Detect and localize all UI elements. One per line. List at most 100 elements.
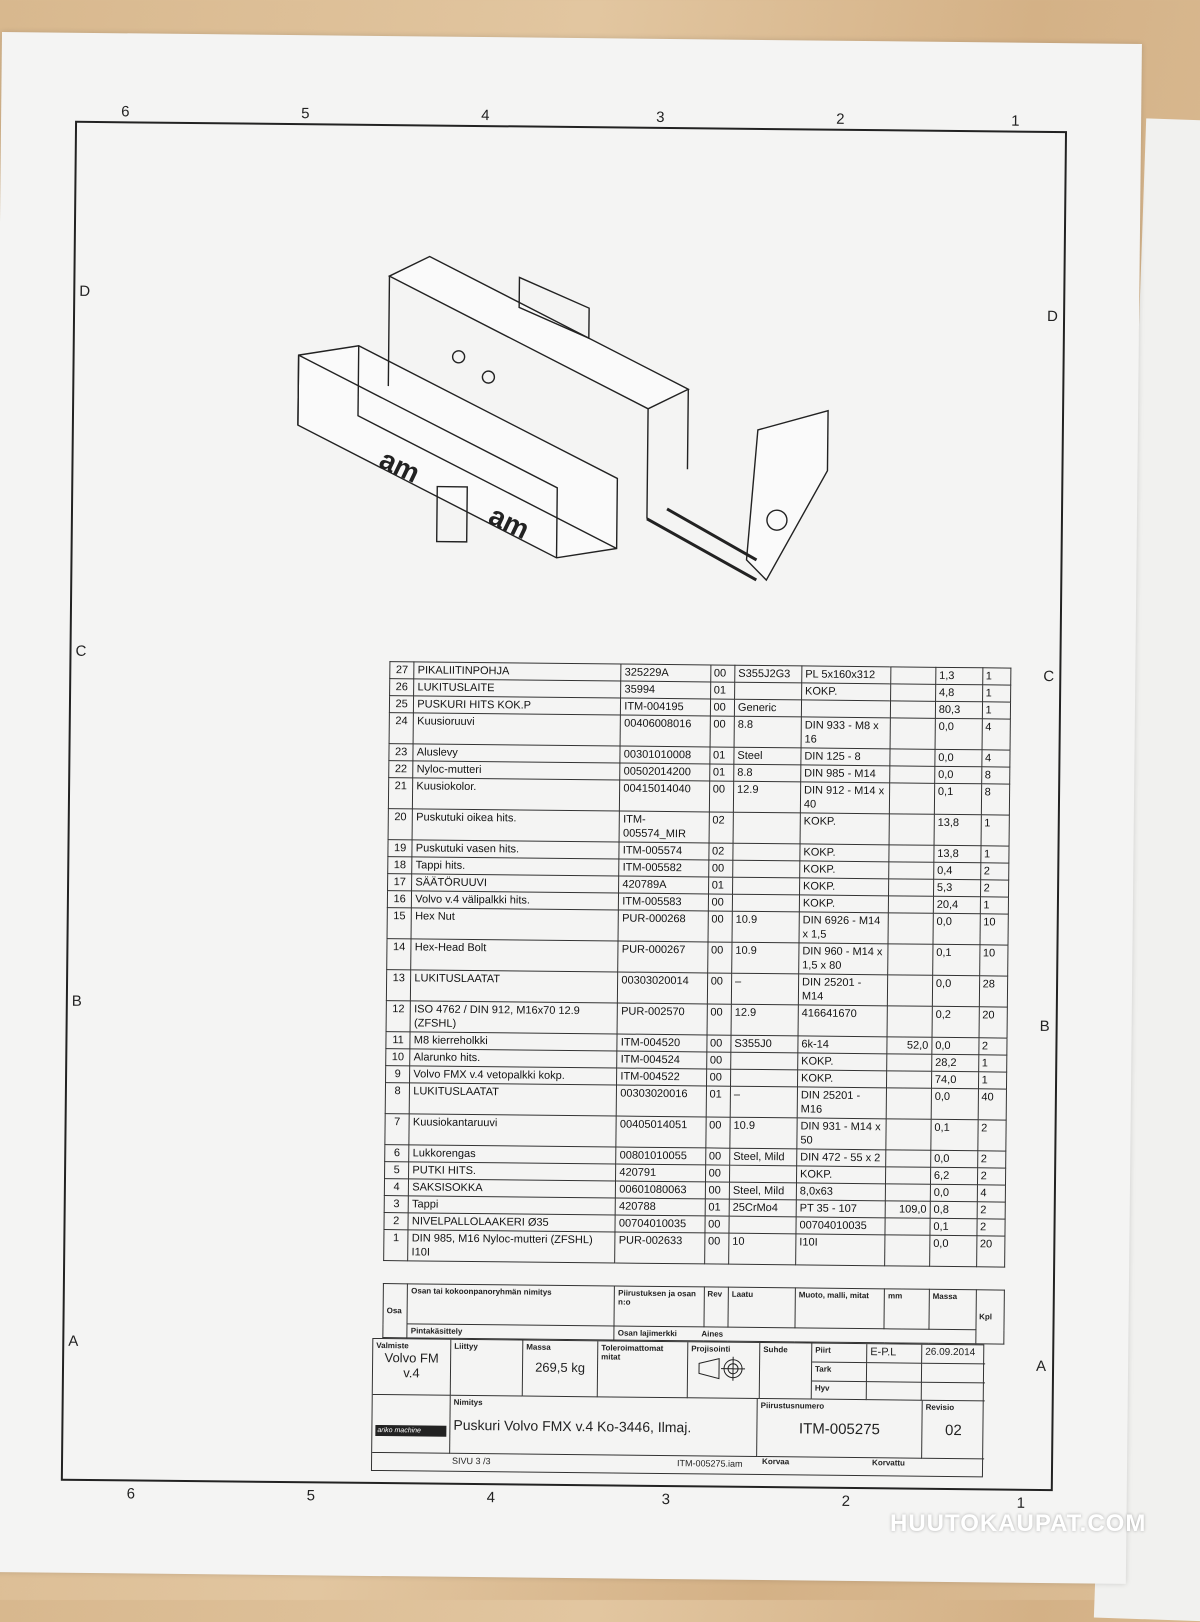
bom-cell: 00 bbox=[705, 1164, 730, 1183]
bom-cell bbox=[887, 943, 933, 976]
nimitys-value: Puskuri Volvo FMX v.4 Ko-3446, Ilmaj. bbox=[453, 1416, 692, 1436]
zone-label-left: C bbox=[75, 642, 87, 660]
piirt-label-cell: Piirt bbox=[812, 1343, 868, 1364]
bom-cell: 74,0 bbox=[931, 1071, 979, 1089]
bom-cell: 21 bbox=[388, 777, 414, 809]
bom-cell: 01 bbox=[709, 763, 734, 782]
hdr-rev: Rev bbox=[703, 1286, 729, 1328]
bom-cell: 0,0 bbox=[931, 1088, 979, 1120]
bom-cell bbox=[801, 699, 891, 718]
bom-cell bbox=[888, 912, 934, 945]
bom-cell: 01 bbox=[709, 746, 735, 765]
zone-label-top: 5 bbox=[301, 105, 310, 123]
bom-cell: 00 bbox=[707, 941, 732, 974]
bom-cell: Alarunko hits. bbox=[410, 1048, 618, 1068]
bom-cell: 01 bbox=[705, 1085, 731, 1118]
bom-cell: 3 bbox=[384, 1195, 409, 1213]
bom-cell: ITM-004195 bbox=[620, 698, 711, 716]
bom-cell: 4 bbox=[384, 1178, 409, 1196]
piirt-value: E-P.L bbox=[867, 1344, 923, 1364]
bom-cell: Generic bbox=[734, 699, 802, 717]
zone-label-top: 6 bbox=[121, 103, 130, 121]
bom-cell: DIN 25201 - M14 bbox=[798, 973, 888, 1006]
hdr-muoto: Muoto, malli, mitat bbox=[794, 1287, 885, 1329]
bom-cell: 2 bbox=[976, 1201, 1006, 1220]
bom-cell: PUR-000268 bbox=[618, 910, 708, 942]
tolerance-label: Toleroimattomat mitat bbox=[601, 1343, 664, 1362]
bom-cell: 0,0 bbox=[930, 1150, 978, 1168]
bom-cell bbox=[890, 683, 936, 702]
bom-cell: ITM-005574 bbox=[619, 842, 709, 860]
bom-cell: 26 bbox=[389, 678, 415, 696]
bom-cell: 1 bbox=[978, 1054, 1007, 1073]
bom-cell: 5,3 bbox=[933, 879, 981, 897]
bom-cell: 00704010035 bbox=[795, 1216, 886, 1235]
bom-cell: 00 bbox=[704, 1181, 730, 1200]
company-logo: ariko machine bbox=[375, 1424, 447, 1437]
bom-cell: 12 bbox=[386, 1000, 411, 1032]
bom-cell: 13,8 bbox=[933, 845, 981, 863]
bom-cell bbox=[889, 813, 935, 846]
bom-cell bbox=[886, 1087, 932, 1120]
bom-cell: KOKP. bbox=[799, 812, 890, 845]
bom-cell: 00601080063 bbox=[615, 1180, 706, 1199]
bom-cell: 0,1 bbox=[930, 1119, 978, 1151]
bom-cell: 7 bbox=[384, 1113, 410, 1145]
bom-cell: 8 bbox=[385, 1082, 410, 1114]
bom-cell: S355J2G3 bbox=[734, 665, 802, 683]
bom-cell bbox=[887, 974, 933, 1007]
bom-cell: 25CrMo4 bbox=[729, 1199, 797, 1217]
bom-cell: 0,0 bbox=[929, 1235, 977, 1267]
bom-cell: 28 bbox=[978, 975, 1008, 1008]
bom-cell: 10.9 bbox=[731, 942, 799, 974]
bom-cell: 00301010008 bbox=[620, 746, 710, 764]
sheet-number: SIVU 3 /3 bbox=[452, 1455, 491, 1467]
bom-cell: DIN 985 - M14 bbox=[800, 764, 891, 783]
bom-cell: PIKALIITINPOHJA bbox=[414, 661, 622, 682]
bom-cell bbox=[889, 844, 934, 863]
bom-cell: 01 bbox=[710, 681, 735, 700]
bom-cell: 0,1 bbox=[934, 783, 982, 815]
bom-cell: 00405014051 bbox=[616, 1115, 706, 1148]
bom-cell: 00 bbox=[709, 715, 735, 748]
date-value: 26.09.2014 bbox=[922, 1344, 986, 1365]
bom-cell: 1 bbox=[980, 845, 1010, 864]
bom-cell: 2 bbox=[383, 1212, 409, 1230]
bom-cell: ITM-004522 bbox=[616, 1067, 707, 1086]
bom-cell: 325229A bbox=[621, 664, 711, 682]
zone-label-top: 3 bbox=[656, 108, 665, 126]
bom-cell: 20 bbox=[978, 1006, 1008, 1039]
bom-cell: ITM-005574_MIR bbox=[619, 811, 709, 843]
bom-cell bbox=[728, 1216, 797, 1234]
bom-cell: 40 bbox=[977, 1088, 1007, 1121]
zone-label-right: B bbox=[1039, 1017, 1050, 1036]
bom-cell: 35994 bbox=[620, 681, 711, 699]
bom-cell bbox=[732, 860, 800, 878]
bom-cell bbox=[888, 895, 934, 914]
bom-cell: 00 bbox=[705, 1116, 731, 1149]
bom-cell: ITM-005582 bbox=[619, 859, 709, 877]
bom-cell: 8.8 bbox=[734, 716, 802, 748]
bom-cell: 1 bbox=[980, 814, 1010, 847]
bom-cell bbox=[885, 1149, 931, 1168]
bom-cell: Tappi hits. bbox=[412, 856, 620, 877]
bom-cell: Nyloc-mutteri bbox=[413, 760, 621, 781]
tark-date bbox=[921, 1363, 986, 1384]
massa-label: Massa bbox=[526, 1342, 551, 1352]
bom-cell: 0,4 bbox=[933, 862, 981, 880]
bom-cell: 20 bbox=[388, 808, 413, 840]
hdr-nimitys: Osan tai kokoonpanoryhmän nimitys bbox=[407, 1283, 615, 1326]
bom-cell: 00 bbox=[704, 1232, 729, 1265]
bom-cell: DIN 933 - M8 x 16 bbox=[800, 716, 891, 749]
bom-cell: 00 bbox=[706, 1051, 731, 1070]
bom-cell bbox=[886, 1118, 932, 1151]
zone-label-bottom: 2 bbox=[841, 1492, 851, 1510]
bom-cell bbox=[730, 1052, 798, 1070]
bom-cell: KOKP. bbox=[799, 860, 890, 879]
bom-cell: 10 bbox=[979, 944, 1008, 977]
bom-cell: 19 bbox=[387, 839, 413, 857]
nimitys-label: Nimitys bbox=[453, 1397, 483, 1408]
bom-cell: DIN 125 - 8 bbox=[800, 747, 891, 766]
bom-cell: 13,8 bbox=[933, 814, 981, 846]
